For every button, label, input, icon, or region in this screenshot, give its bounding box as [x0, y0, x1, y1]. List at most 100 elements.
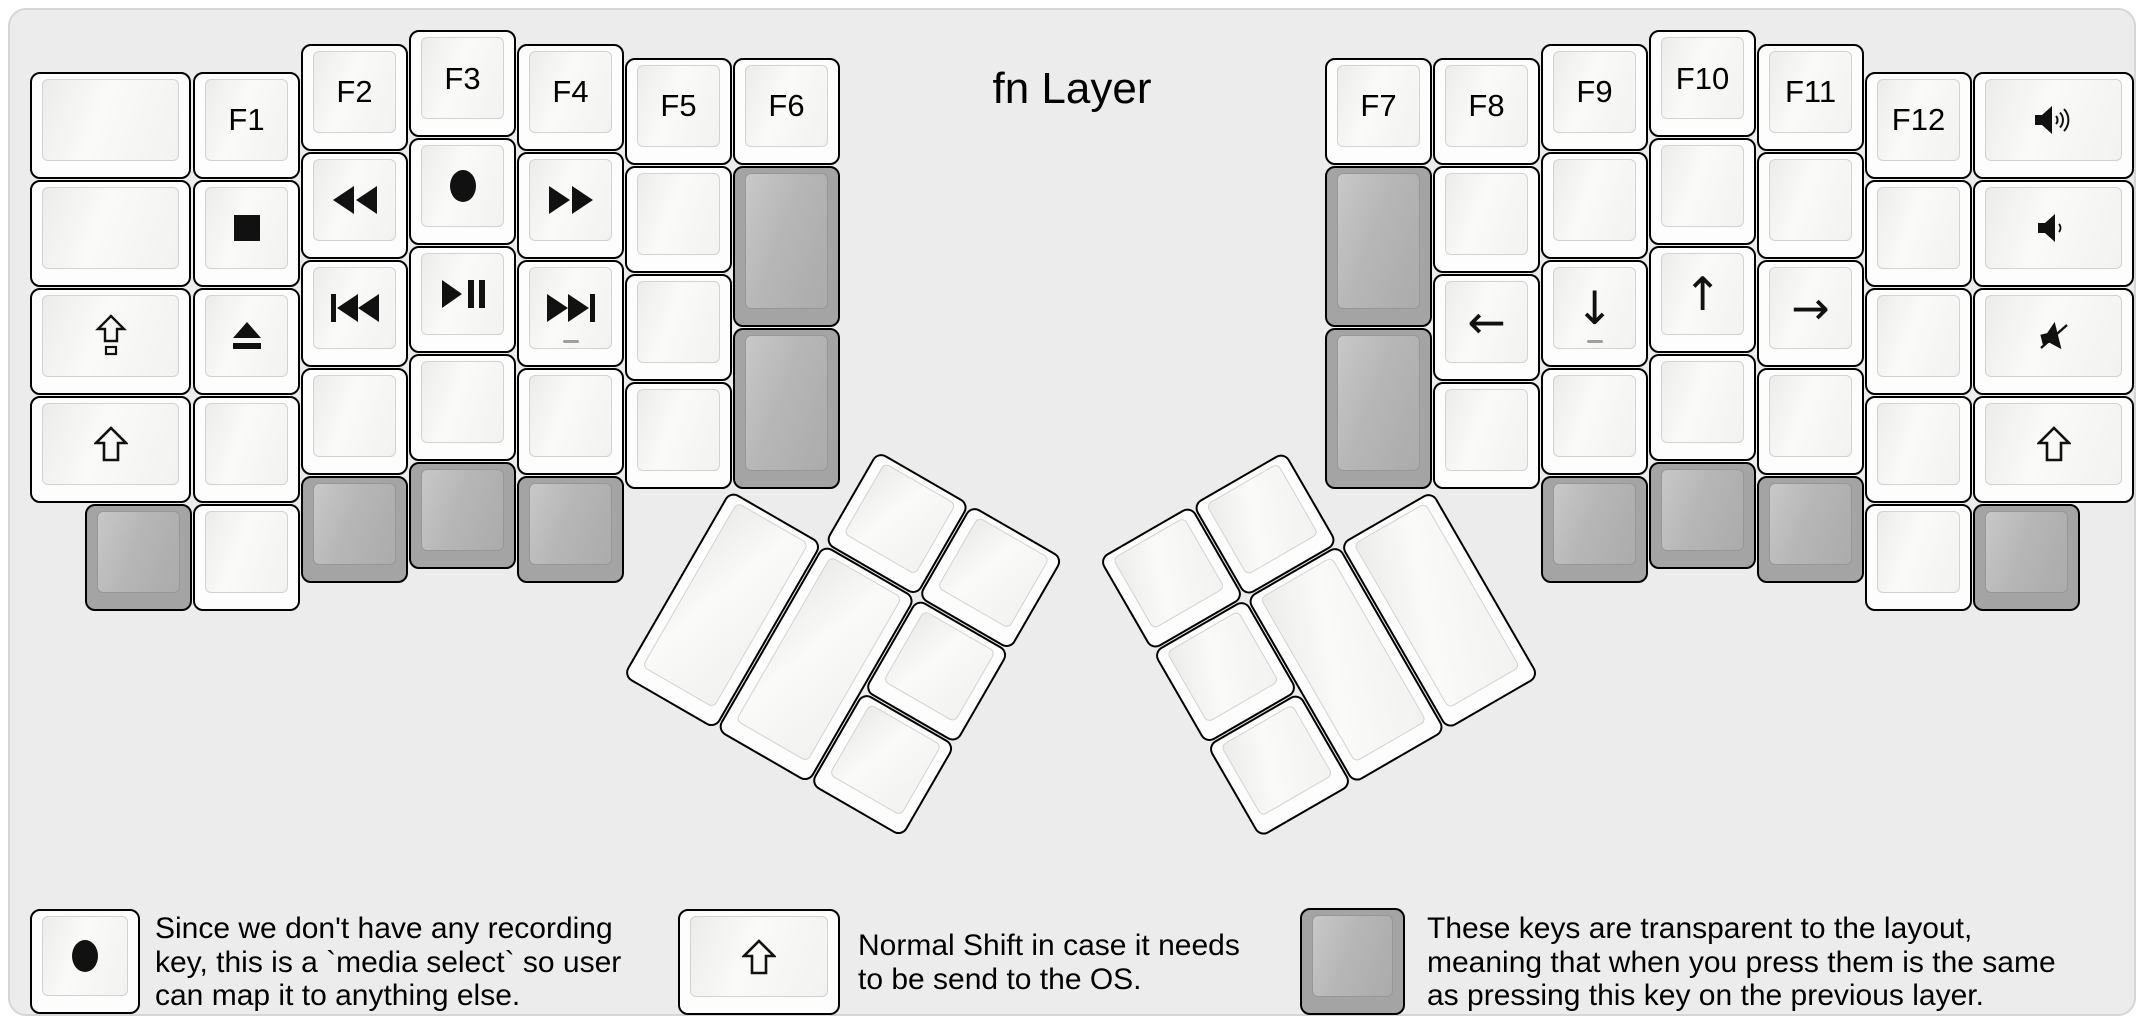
key-blank[interactable] — [1541, 151, 1648, 259]
key-stop[interactable] — [193, 179, 300, 287]
key-transparent[interactable] — [409, 462, 516, 569]
key-blank[interactable] — [193, 503, 300, 611]
keytop — [1769, 158, 1852, 241]
key-label: F4 — [552, 74, 589, 109]
key-blank[interactable] — [409, 354, 516, 461]
keytop — [529, 158, 612, 241]
key-f6[interactable]: F6 — [733, 57, 840, 165]
key-f8[interactable]: F8 — [1433, 57, 1540, 165]
key-blank[interactable] — [301, 367, 408, 475]
keytop: → — [1769, 266, 1852, 349]
keytop — [313, 374, 396, 457]
key-blank[interactable] — [1865, 503, 1972, 611]
key-f4[interactable]: F4 — [517, 43, 624, 151]
keytop — [205, 402, 288, 485]
key-rewind[interactable] — [301, 151, 408, 259]
key-f2[interactable]: F2 — [301, 43, 408, 151]
key-blank[interactable] — [1865, 287, 1972, 395]
key-f3[interactable]: F3 — [409, 30, 516, 137]
key-arrow-up[interactable]: ↑ — [1649, 246, 1756, 353]
keytop — [1877, 294, 1960, 377]
keytop — [1877, 186, 1960, 269]
key-blank[interactable] — [517, 367, 624, 475]
keytop — [1769, 374, 1852, 457]
key-f5[interactable]: F5 — [625, 57, 732, 165]
key-fast-forward[interactable] — [517, 151, 624, 259]
note-key-shift — [678, 909, 840, 1015]
key-blank[interactable] — [1649, 138, 1756, 245]
key-blank[interactable] — [193, 395, 300, 503]
key-transparent[interactable] — [1757, 475, 1864, 583]
keytop — [42, 186, 179, 269]
key-blank[interactable] — [1865, 179, 1972, 287]
keytop: ← — [1445, 280, 1528, 363]
key-transparent[interactable] — [517, 475, 624, 583]
keytop — [936, 516, 1050, 629]
keytop — [529, 482, 612, 565]
keytop — [42, 294, 179, 377]
keytop — [1337, 172, 1420, 309]
key-shift[interactable] — [30, 395, 191, 503]
key-transparent[interactable] — [733, 327, 840, 489]
keytop — [1985, 510, 2068, 593]
key-blank[interactable] — [1757, 151, 1864, 259]
key-f1[interactable]: F1 — [193, 71, 300, 179]
key-arrow-left[interactable]: ← — [1433, 273, 1540, 381]
key-shift[interactable] — [1973, 395, 2134, 503]
key-transparent[interactable] — [1973, 503, 2080, 611]
key-mute[interactable] — [1973, 287, 2134, 395]
key-volume-down[interactable] — [1973, 179, 2134, 287]
keytop — [313, 482, 396, 565]
key-transparent[interactable] — [301, 475, 408, 583]
shift-icon — [93, 425, 128, 462]
key-blank[interactable] — [30, 71, 191, 179]
keytop — [1661, 145, 1744, 227]
key-label: F5 — [660, 88, 697, 123]
key-blank[interactable] — [1541, 367, 1648, 475]
key-blank[interactable] — [1865, 395, 1972, 503]
keytop — [313, 158, 396, 241]
key-blank[interactable] — [625, 381, 732, 489]
key-blank[interactable] — [30, 179, 191, 287]
key-label: F9 — [1576, 74, 1613, 109]
keytop — [42, 402, 179, 485]
key-f10[interactable]: F10 — [1649, 30, 1756, 137]
keytop — [205, 186, 288, 269]
key-arrow-right[interactable]: → — [1757, 259, 1864, 367]
key-blank[interactable] — [1433, 165, 1540, 273]
keytop — [1769, 482, 1852, 565]
key-f11[interactable]: F11 — [1757, 43, 1864, 151]
key-f9[interactable]: F9 — [1541, 43, 1648, 151]
key-blank[interactable] — [625, 165, 732, 273]
key-record[interactable] — [409, 138, 516, 245]
key-blank[interactable] — [1649, 354, 1756, 461]
key-transparent[interactable] — [1325, 165, 1432, 327]
note-line: key, this is a `media select` so user — [155, 945, 622, 979]
key-transparent[interactable] — [733, 165, 840, 327]
keytop — [42, 916, 128, 996]
key-prev-track[interactable] — [301, 259, 408, 367]
key-caps-lock[interactable] — [30, 287, 191, 395]
key-transparent[interactable] — [1325, 327, 1432, 489]
key-volume-up[interactable] — [1973, 71, 2134, 179]
key-blank[interactable] — [1433, 381, 1540, 489]
key-blank[interactable] — [1757, 367, 1864, 475]
keytop: F5 — [637, 64, 720, 147]
note-text-3: These keys are transparent to the layout… — [1427, 912, 2056, 1013]
keytop — [1445, 172, 1528, 255]
key-arrow-down[interactable]: ↓ — [1541, 259, 1648, 367]
key-play-pause[interactable] — [409, 246, 516, 353]
front-legend-bar — [1586, 339, 1603, 343]
key-transparent[interactable] — [85, 503, 192, 611]
key-eject[interactable] — [193, 287, 300, 395]
note-line: can map it to anything else. — [155, 979, 521, 1012]
key-next-track[interactable] — [517, 259, 624, 367]
key-transparent[interactable] — [1649, 462, 1756, 569]
key-label: F10 — [1675, 60, 1730, 96]
key-transparent[interactable] — [1541, 475, 1648, 583]
keytop — [1312, 915, 1393, 997]
key-blank[interactable] — [625, 273, 732, 381]
key-f7[interactable]: F7 — [1325, 57, 1432, 165]
key-f12[interactable]: F12 — [1865, 71, 1972, 179]
